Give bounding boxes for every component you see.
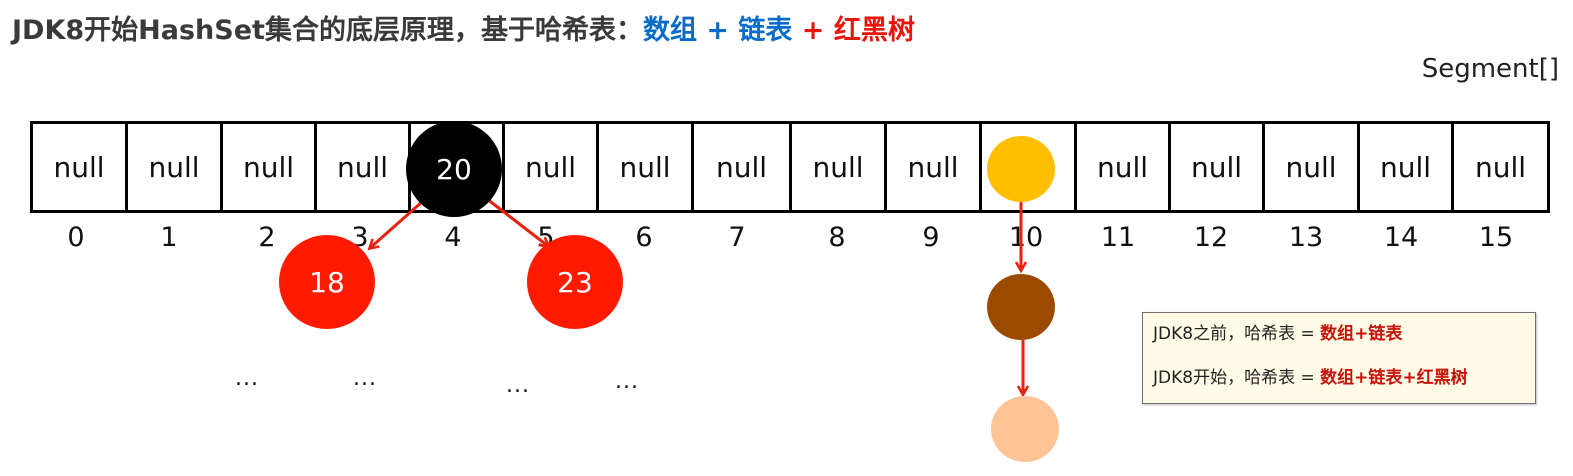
array-cell-3: null: [314, 124, 408, 210]
linked-list-node-2: [987, 274, 1055, 340]
array-index-0: 0: [67, 222, 85, 253]
array-cell-8: null: [789, 124, 884, 210]
array-index-15: 15: [1478, 222, 1514, 253]
array-index-13: 13: [1288, 222, 1324, 253]
arrow-root-to-right: [486, 197, 548, 246]
array-cell-6: null: [596, 124, 691, 210]
array-index-2: 2: [258, 222, 276, 253]
tree-right-label: 23: [557, 265, 593, 299]
arrow-root-to-left: [370, 199, 424, 248]
array-cell-9: null: [884, 124, 979, 210]
note-line2-value: 数组+链表+红黑树: [1320, 368, 1468, 388]
page-title: JDK8开始HashSet集合的底层原理，基于哈希表：数组 + 链表 + 红黑树: [12, 8, 915, 47]
tree-root-label: 20: [436, 152, 472, 186]
tree-root-node: 20: [406, 121, 502, 217]
array-cell-1: null: [125, 124, 220, 210]
linked-list-node-3: [991, 396, 1059, 462]
array-cell-12: null: [1168, 124, 1262, 210]
title-array: 数组: [642, 15, 697, 46]
array-index-8: 8: [828, 222, 846, 253]
title-plus-1: +: [696, 15, 739, 46]
segment-label: Segment[]: [1421, 54, 1559, 84]
array-cell-10: [979, 124, 1074, 210]
ellipsis-3: ...: [506, 373, 530, 398]
array-cell-14: null: [1357, 124, 1451, 210]
array-cell-0: null: [30, 124, 125, 210]
array-index-7: 7: [728, 222, 746, 253]
array-cell-2: null: [220, 124, 314, 210]
ellipsis-1: ...: [235, 366, 259, 391]
note-line1-prefix: JDK8之前，哈希表 =: [1153, 324, 1321, 344]
comparison-note: JDK8之前，哈希表 = 数组+链表 JDK8开始，哈希表 = 数组+链表+红黑…: [1142, 312, 1536, 404]
array-index-12: 12: [1193, 222, 1229, 253]
tree-left-node: 18: [279, 235, 375, 329]
note-line-before-jdk8: JDK8之前，哈希表 = 数组+链表: [1153, 319, 1535, 349]
note-line2-prefix: JDK8开始，哈希表 =: [1153, 368, 1321, 388]
array-index-9: 9: [922, 222, 940, 253]
array-cell-15: null: [1451, 124, 1550, 210]
note-line-since-jdk8: JDK8开始，哈希表 = 数组+链表+红黑树: [1153, 363, 1535, 393]
array-cell-7: null: [691, 124, 789, 210]
title-plus-2: +: [792, 15, 834, 46]
array-index-4: 4: [444, 222, 462, 253]
title-linked-list: 链表: [738, 15, 793, 46]
array-cell-5: null: [502, 124, 596, 210]
tree-right-node: 23: [527, 235, 623, 329]
array-index-1: 1: [160, 222, 178, 253]
array-cell-13: null: [1262, 124, 1357, 210]
linked-list-node-1: [987, 136, 1055, 202]
array-index-11: 11: [1100, 222, 1136, 253]
title-prefix: JDK8开始HashSet集合的底层原理，基于哈希表：: [12, 15, 643, 46]
tree-left-label: 18: [309, 265, 345, 299]
array-cell-11: null: [1074, 124, 1168, 210]
hash-array: null null null null null null null null …: [30, 121, 1550, 213]
array-index-14: 14: [1383, 222, 1419, 253]
ellipsis-4: ...: [615, 369, 639, 394]
array-index-10: 10: [1008, 222, 1044, 253]
note-line1-value: 数组+链表: [1320, 324, 1403, 344]
array-index-6: 6: [635, 222, 653, 253]
ellipsis-2: ...: [353, 366, 377, 391]
title-red-black-tree: 红黑树: [833, 15, 915, 46]
